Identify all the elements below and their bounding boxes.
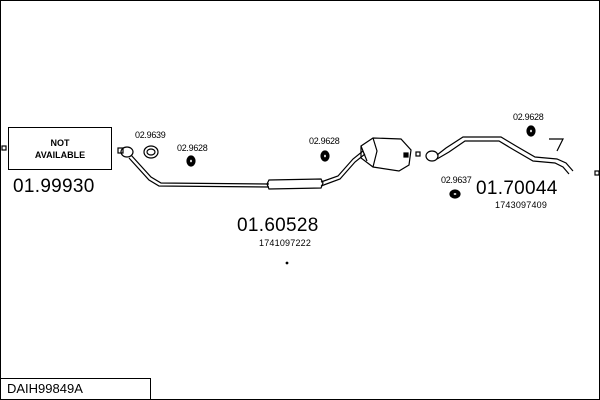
tail-pipe-01-70044 bbox=[415, 136, 574, 175]
part-ref-1743097409: 1743097409 bbox=[495, 200, 548, 210]
clamp-02-9637 bbox=[449, 189, 461, 199]
front-pipe-01-60528 bbox=[117, 145, 366, 190]
clamp-label-02-9628-b: 02.9628 bbox=[309, 136, 340, 146]
part-number-01-99930: 01.99930 bbox=[13, 176, 95, 197]
clamp-02-9628-a bbox=[186, 155, 196, 167]
connector-marker-left bbox=[1, 145, 7, 151]
clamp-02-9628-c bbox=[526, 125, 536, 137]
clamp-02-9628-b bbox=[320, 150, 330, 162]
stray-dot bbox=[285, 261, 289, 265]
part-ref-1741097222: 1741097222 bbox=[259, 238, 312, 248]
clamp-label-02-9628-c: 02.9628 bbox=[513, 112, 544, 122]
not-available-box: NOT AVAILABLE bbox=[8, 127, 112, 170]
part-number-01-60528: 01.60528 bbox=[237, 215, 319, 236]
not-available-line2: AVAILABLE bbox=[34, 149, 86, 160]
clamp-label-02-9639: 02.9639 bbox=[135, 130, 166, 140]
not-available-line1: NOT bbox=[50, 137, 70, 148]
clamp-label-02-9628-a: 02.9628 bbox=[177, 143, 208, 153]
rear-silencer bbox=[360, 137, 412, 172]
diagram-code-box: DAIH99849A bbox=[1, 378, 151, 399]
connector-marker-right bbox=[594, 170, 599, 176]
part-number-01-70044: 01.70044 bbox=[476, 178, 558, 199]
diagram-code: DAIH99849A bbox=[7, 381, 83, 396]
clamp-label-02-9637: 02.9637 bbox=[441, 175, 472, 185]
